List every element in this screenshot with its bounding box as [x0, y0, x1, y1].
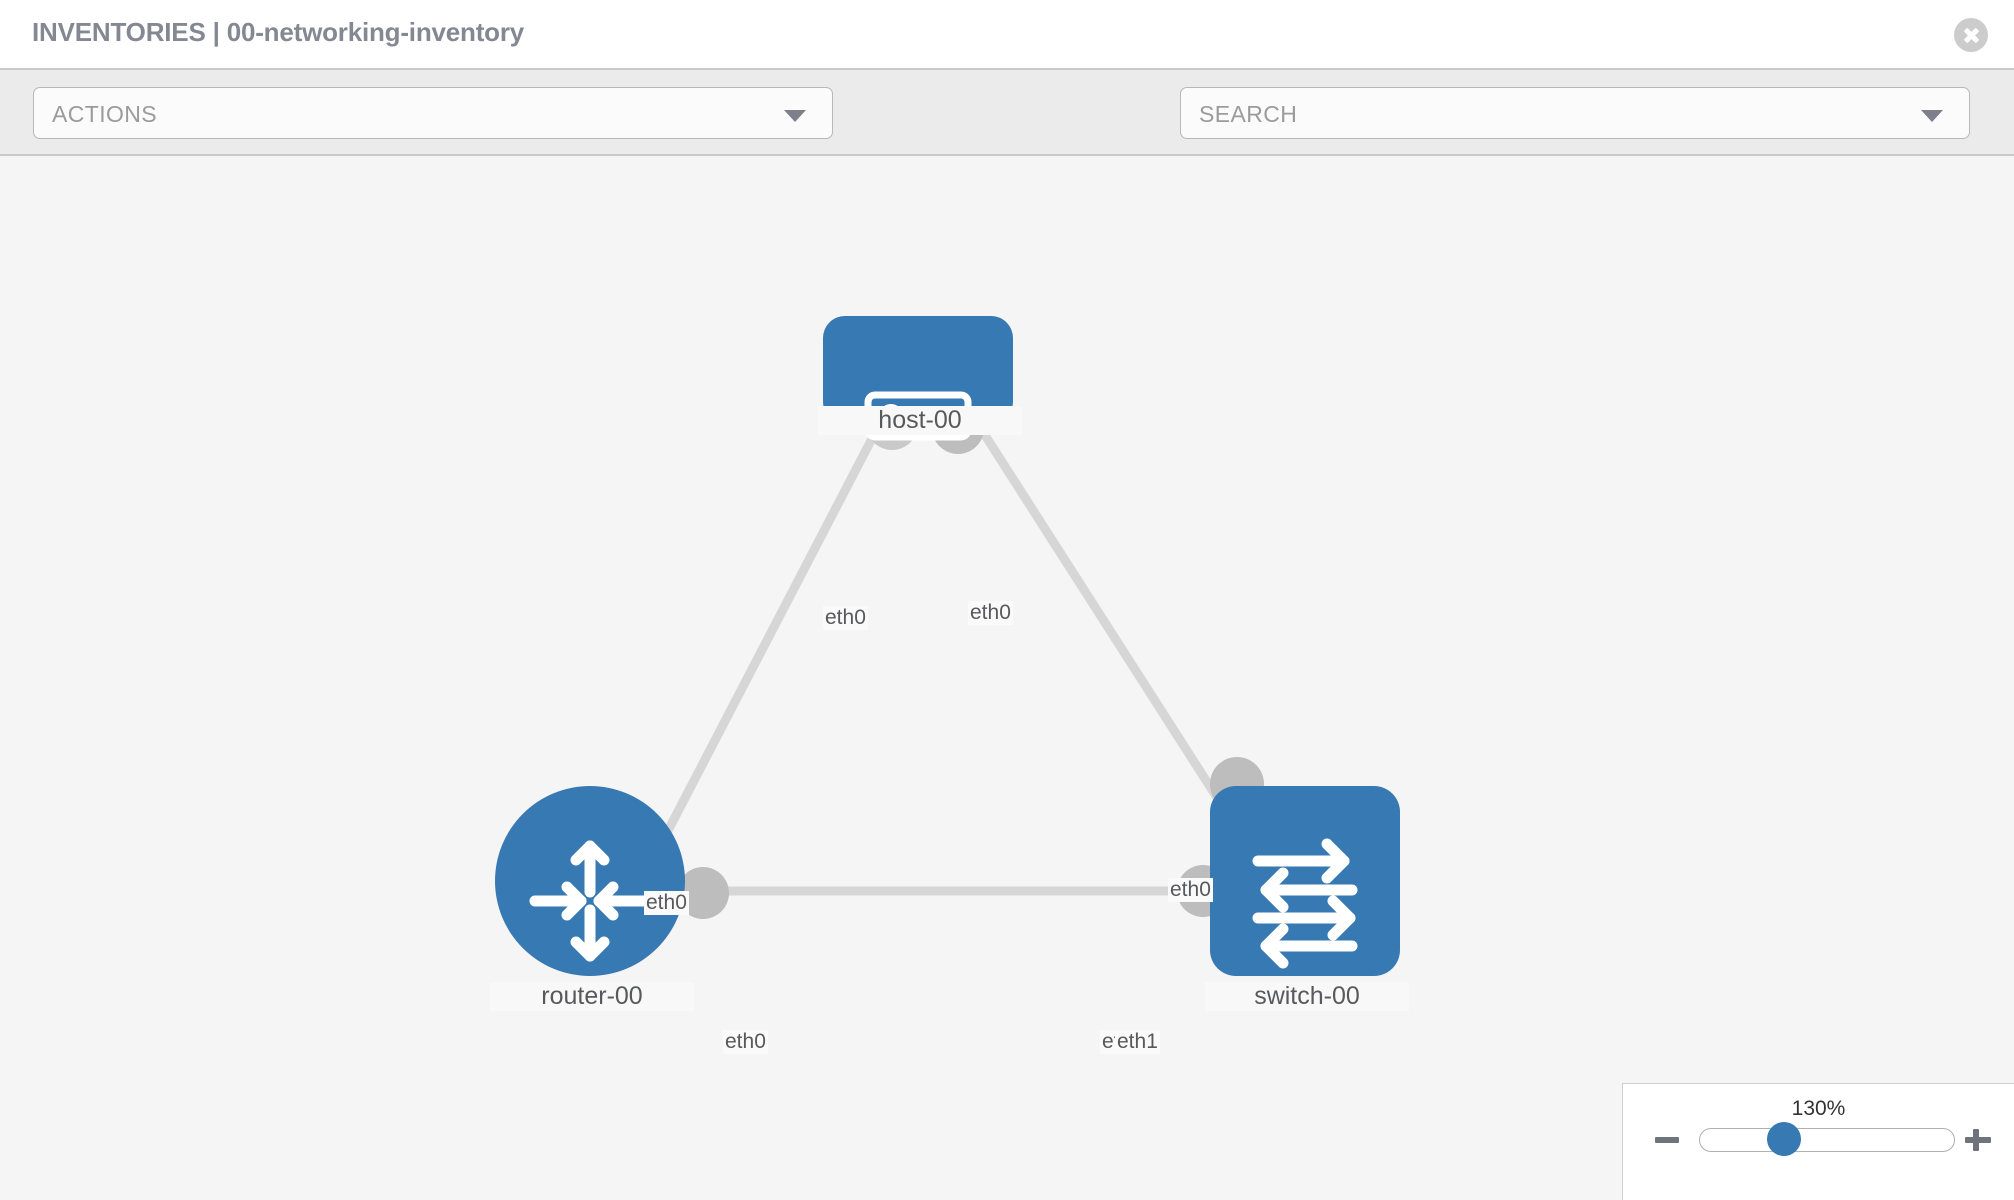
node-host-00[interactable]: host-00: [818, 316, 1022, 516]
actions-dropdown-label: ACTIONS: [52, 101, 158, 127]
toolbar: ACTIONS SEARCH: [0, 68, 2014, 203]
zoom-slider[interactable]: [1699, 1128, 1955, 1152]
node-switch-00-shape: [1210, 786, 1400, 976]
topology-canvas[interactable]: host-00: [0, 156, 2014, 1200]
page-title: INVENTORIES | 00-networking-inventory: [32, 17, 525, 47]
node-router-00-shape: [495, 786, 685, 976]
zoom-slider-thumb[interactable]: [1767, 1122, 1801, 1156]
iface-label-host-left: eth0: [823, 606, 868, 631]
zoom-control-panel: 130%: [1622, 1083, 2014, 1200]
iface-label-switch-to-router: eth1: [1115, 1030, 1160, 1055]
edge-switch-host: [961, 401, 1252, 849]
topology-edges: [656, 398, 1264, 919]
chevron-down-icon: [784, 110, 806, 122]
page-header: INVENTORIES | 00-networking-inventory: [0, 0, 2014, 68]
node-switch-00[interactable]: switch-00: [1205, 786, 1409, 1016]
node-switch-00-label: switch-00: [1205, 982, 1409, 1011]
iface-label-host-right: eth0: [968, 601, 1013, 626]
node-host-00-label: host-00: [818, 406, 1022, 435]
iface-label-switch-to-host: eth0: [1168, 878, 1213, 903]
actions-dropdown[interactable]: ACTIONS: [33, 87, 833, 139]
zoom-percent-label: 130%: [1791, 1097, 1846, 1120]
socket-router-eth0: [677, 867, 729, 919]
zoom-in-button[interactable]: [1963, 1125, 1993, 1155]
close-icon[interactable]: [1954, 18, 1988, 52]
node-router-00-label: router-00: [490, 982, 694, 1011]
search-input[interactable]: SEARCH: [1180, 87, 1970, 139]
chevron-down-icon[interactable]: [1921, 110, 1943, 122]
edge-router-host: [656, 401, 894, 849]
search-placeholder: SEARCH: [1199, 101, 1298, 127]
iface-label-router-to-host: eth0: [644, 891, 689, 916]
zoom-out-button[interactable]: [1653, 1125, 1683, 1155]
iface-label-router-to-switch: eth0: [723, 1030, 768, 1055]
